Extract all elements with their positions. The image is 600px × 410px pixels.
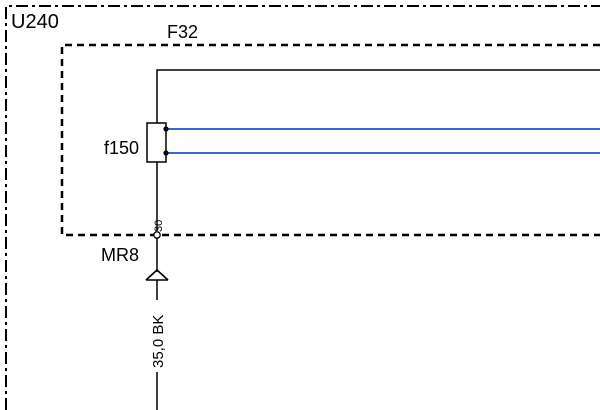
fuse-f150 — [146, 122, 167, 163]
outer-boundary — [5, 5, 600, 410]
inner-boundary — [60, 43, 600, 237]
pin-label: 30 — [153, 220, 165, 232]
junction-dot — [163, 126, 169, 132]
outer-box-label: U240 — [11, 11, 59, 33]
inner-box-label: F32 — [167, 22, 198, 42]
power-line — [156, 69, 600, 123]
connector-label: MR8 — [101, 245, 139, 265]
junction-dot — [163, 150, 169, 156]
wire-label: 35,0 BK — [150, 315, 167, 368]
component-label: f150 — [104, 138, 139, 158]
connector-chevron — [145, 268, 169, 281]
